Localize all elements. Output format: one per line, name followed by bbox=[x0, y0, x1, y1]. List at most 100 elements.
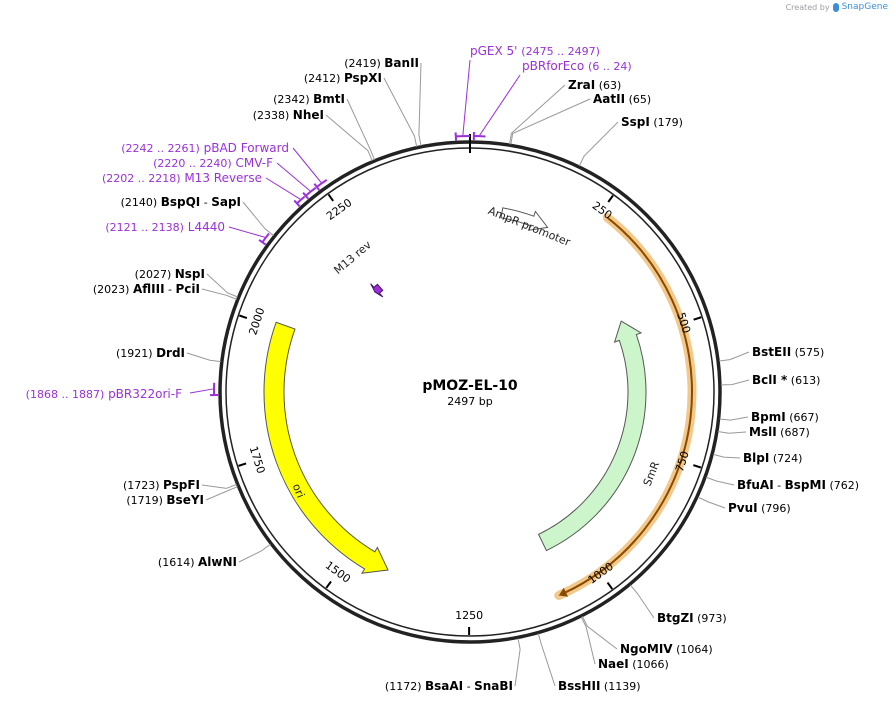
tick-mark bbox=[606, 581, 614, 590]
tick-label: 750 bbox=[673, 450, 692, 474]
site-name: BspQI bbox=[161, 195, 201, 209]
site-leader-line bbox=[201, 288, 237, 300]
site-leader-line bbox=[238, 543, 271, 563]
site-leader-line bbox=[418, 62, 422, 146]
site-position: (973) bbox=[697, 612, 727, 625]
site-position: (575) bbox=[795, 346, 825, 359]
site-position: (1723) bbox=[123, 479, 160, 492]
site-leader-line bbox=[713, 453, 741, 459]
site-afliii: (2023) AflIII - PciI bbox=[93, 282, 200, 296]
site-position: (667) bbox=[789, 411, 819, 424]
site-position: (724) bbox=[773, 452, 803, 465]
site-name: BclI * bbox=[752, 373, 788, 387]
site-leader-line bbox=[719, 351, 750, 362]
tick-label: 1500 bbox=[323, 559, 353, 586]
tick-mark bbox=[693, 316, 702, 321]
site-blpi: BlpI (724) bbox=[743, 451, 802, 465]
tick-mark bbox=[327, 193, 334, 202]
site-leader-line bbox=[630, 584, 655, 619]
primer-name: pBAD Forward bbox=[204, 141, 289, 155]
primer-leader-line bbox=[292, 147, 322, 183]
site-bmti: (2342) BmtI bbox=[273, 92, 345, 106]
primer-leader-line bbox=[276, 162, 311, 192]
site-name-alt: SnaBI bbox=[474, 679, 513, 693]
site-alwni: (1614) AlwNI bbox=[158, 555, 237, 569]
primer-pgex-5: pGEX 5' (2475 .. 2497) bbox=[470, 44, 600, 58]
primer-pbad-forward-bar bbox=[316, 179, 328, 188]
feature-m13-rev-label: M13 rev bbox=[331, 238, 374, 277]
site-separator: - bbox=[165, 283, 176, 296]
primer-range: (2202 .. 2218) bbox=[102, 172, 181, 185]
credit-prefix: Created by bbox=[785, 2, 830, 12]
site-bsshii: BssHII (1139) bbox=[558, 679, 640, 693]
primer-name: M13 Reverse bbox=[184, 171, 262, 185]
site-leader-line bbox=[346, 98, 376, 161]
primer-leader-line bbox=[479, 74, 521, 136]
site-leader-line bbox=[206, 273, 238, 298]
primer-range: (2242 .. 2261) bbox=[121, 142, 200, 155]
tick-mark bbox=[239, 314, 248, 319]
primer-name: CMV-F bbox=[236, 156, 274, 170]
site-bspqi: (2140) BspQI - SapI bbox=[121, 195, 241, 209]
primer-range: (2121 .. 2138) bbox=[105, 221, 184, 234]
primer-layer: pGEX 5' (2475 .. 2497)pBRforEco (6 .. 24… bbox=[26, 44, 632, 401]
primer-range: (2475 .. 2497) bbox=[521, 45, 600, 58]
tick-label: 500 bbox=[674, 311, 693, 335]
site-separator: - bbox=[463, 680, 474, 693]
site-position: (2023) bbox=[93, 283, 130, 296]
primer-leader-line bbox=[462, 59, 471, 136]
site-leader-line bbox=[537, 633, 556, 687]
snapgene-logo-icon bbox=[832, 2, 839, 12]
site-name: DrdI bbox=[156, 346, 185, 360]
primer-cmv-f: (2220 .. 2240) CMV-F bbox=[153, 156, 273, 170]
primer-leader-line bbox=[265, 177, 301, 200]
site-name: MslI bbox=[749, 425, 777, 439]
site-name: BssHII bbox=[558, 679, 600, 693]
site-leader-line bbox=[205, 486, 238, 501]
primer-name: pBRforEco bbox=[522, 59, 584, 73]
site-position: (2419) bbox=[344, 57, 381, 70]
site-pspfi: (1723) PspFI bbox=[123, 478, 200, 492]
site-leader-line bbox=[719, 416, 749, 421]
site-nhei: (2338) NheI bbox=[253, 108, 324, 122]
primer-leader-line bbox=[189, 388, 214, 394]
site-msli: MslI (687) bbox=[749, 425, 810, 439]
tick-mark bbox=[325, 580, 332, 589]
site-position: (179) bbox=[653, 116, 683, 129]
site-leader-line bbox=[717, 430, 747, 434]
site-leader-line bbox=[578, 121, 619, 167]
feature-ori-label: ori bbox=[290, 482, 307, 500]
primer-l4440: (2121 .. 2138) L4440 bbox=[105, 220, 225, 234]
site-name: SspI bbox=[621, 115, 650, 129]
site-position: (1172) bbox=[385, 680, 422, 693]
site-name: AlwNI bbox=[198, 555, 237, 569]
feature-ori-arrow bbox=[263, 321, 389, 574]
site-leader-line bbox=[514, 638, 521, 687]
site-bcli: BclI * (613) bbox=[752, 373, 820, 387]
site-drdi: (1921) DrdI bbox=[116, 346, 185, 360]
site-name: BsaAI bbox=[425, 679, 463, 693]
feature-ampr-promoter-arrow bbox=[500, 207, 549, 231]
feature-smr-arrow bbox=[537, 320, 647, 552]
site-sspi: SspI (179) bbox=[621, 115, 683, 129]
site-position: (762) bbox=[829, 479, 859, 492]
site-position: (2140) bbox=[121, 196, 158, 209]
tick-mark bbox=[607, 194, 614, 203]
site-leader-line bbox=[510, 98, 591, 145]
site-name: BanII bbox=[384, 56, 419, 70]
feature-ampr-promoter-label: AmpR promoter bbox=[486, 204, 572, 249]
site-btgzi: BtgZI (973) bbox=[657, 611, 727, 625]
site-bsteii: BstEII (575) bbox=[752, 345, 824, 359]
orf-arrowhead bbox=[558, 587, 569, 597]
site-leader-line bbox=[325, 114, 373, 162]
site-leader-line bbox=[186, 352, 221, 363]
site-pvui: PvuI (796) bbox=[728, 501, 791, 515]
site-nspi: (2027) NspI bbox=[135, 267, 205, 281]
site-zrai: ZraI (63) bbox=[568, 78, 621, 92]
primer-m13-reverse: (2202 .. 2218) M13 Reverse bbox=[102, 171, 262, 185]
primer-m13-reverse-cap bbox=[293, 199, 301, 207]
site-leader-line bbox=[697, 496, 726, 509]
site-position: (1719) bbox=[126, 494, 163, 507]
site-leader-line bbox=[383, 77, 418, 147]
site-name: NaeI bbox=[598, 657, 629, 671]
